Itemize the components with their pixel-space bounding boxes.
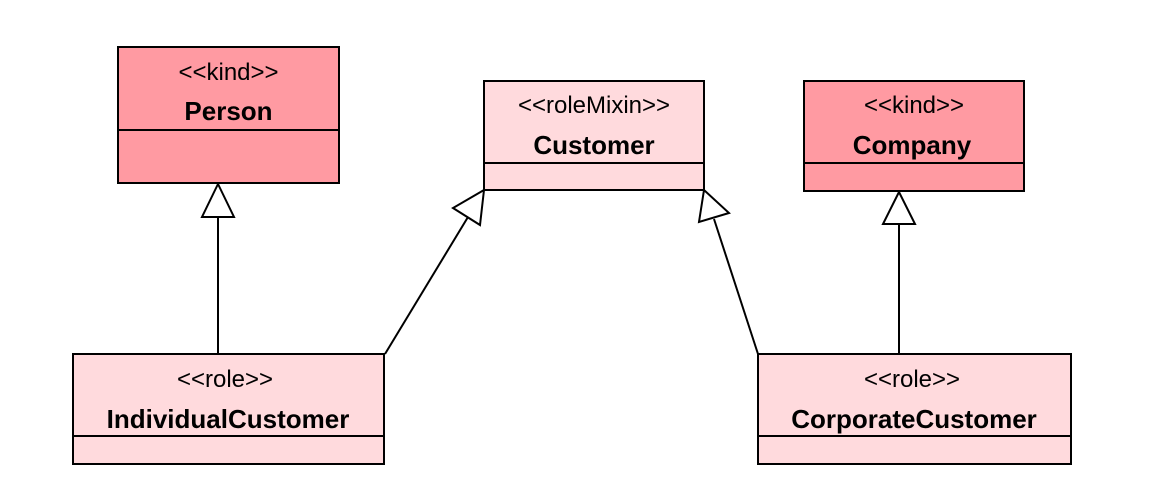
class-person-name: Person bbox=[184, 96, 272, 126]
class-customer-stereotype: <<roleMixin>> bbox=[518, 92, 670, 119]
generalization-corporate-to-company bbox=[881, 189, 917, 354]
class-corporate-customer-name: CorporateCustomer bbox=[791, 404, 1037, 434]
class-customer-box bbox=[483, 80, 705, 191]
class-person-stereotype: <<kind>> bbox=[178, 59, 278, 86]
class-individual-customer-stereotype: <<role>> bbox=[177, 366, 273, 393]
class-company-name: Company bbox=[853, 130, 972, 160]
class-individual-customer[interactable]: <<role>> IndividualCustomer bbox=[72, 353, 385, 465]
generalization-corporate-to-customer bbox=[697, 187, 759, 355]
generalization-individual-to-person bbox=[200, 181, 236, 354]
class-corporate-customer[interactable]: <<role>> CorporateCustomer bbox=[757, 353, 1072, 465]
class-company[interactable]: <<kind>> Company bbox=[803, 80, 1025, 192]
class-customer-name: Customer bbox=[533, 130, 654, 160]
class-individual-customer-name: IndividualCustomer bbox=[107, 404, 350, 434]
generalization-individual-to-customer bbox=[384, 188, 486, 355]
class-corporate-customer-box bbox=[757, 353, 1072, 465]
class-person-box bbox=[117, 46, 340, 184]
class-person[interactable]: <<kind>> Person bbox=[117, 46, 340, 184]
class-company-stereotype: <<kind>> bbox=[864, 92, 964, 119]
class-corporate-customer-stereotype: <<role>> bbox=[864, 366, 960, 393]
class-individual-customer-box bbox=[72, 353, 385, 465]
class-company-box bbox=[803, 80, 1025, 192]
class-customer[interactable]: <<roleMixin>> Customer bbox=[483, 80, 705, 191]
